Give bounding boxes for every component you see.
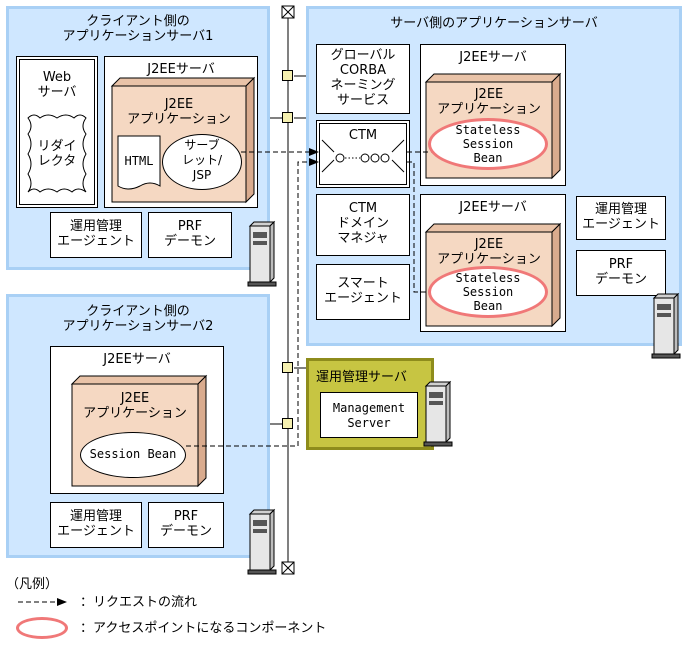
j2ee-app-label-s1: J2EE アプリケーション bbox=[437, 87, 541, 117]
legend-request-flow-label: ：リクエストの流れ bbox=[80, 595, 198, 610]
management-server-label: Management Server bbox=[332, 401, 406, 430]
j2ee-app-label-c1: J2EE アプリケーション bbox=[127, 97, 231, 127]
network-port-s-top bbox=[282, 70, 293, 81]
ctm-domain-box bbox=[316, 194, 410, 256]
ops-agent-label-c1: 運用管理 エージェント bbox=[57, 219, 135, 249]
stateless-bean-access-point-1 bbox=[428, 118, 548, 170]
ctm-domain-label: CTM ドメイン マネジャ bbox=[336, 201, 389, 246]
legend-access-point-ellipse bbox=[16, 617, 68, 639]
prf-daemon-box-c2 bbox=[148, 502, 224, 548]
j2ee-server-label-c2: J2EEサーバ bbox=[103, 352, 171, 367]
html-document-shape bbox=[117, 135, 161, 190]
ops-agent-box-c1 bbox=[50, 212, 142, 258]
j2ee-app-label-s2: J2EE アプリケーション bbox=[437, 237, 541, 267]
server-title: サーバ側のアプリケーションサーバ bbox=[390, 16, 598, 31]
ops-agent-box-s bbox=[576, 196, 666, 240]
servlet-jsp-ellipse bbox=[162, 134, 242, 190]
client1-title: クライアント側の アプリケーションサーバ1 bbox=[62, 14, 214, 44]
network-terminator-bottom bbox=[281, 561, 295, 575]
global-corba-box bbox=[316, 44, 410, 114]
j2ee-server-label-c1: J2EEサーバ bbox=[147, 62, 215, 77]
network-terminator-top bbox=[281, 5, 295, 19]
prf-daemon-label-s: PRF デーモン bbox=[594, 257, 647, 287]
ops-agent-label-c2: 運用管理 エージェント bbox=[57, 509, 135, 539]
stateless-bean-label-2: Stateless Session Bean bbox=[455, 271, 521, 313]
ops-agent-label-s: 運用管理 エージェント bbox=[582, 202, 660, 232]
prf-daemon-box-c1 bbox=[148, 212, 232, 258]
prf-daemon-box-s bbox=[576, 250, 666, 296]
stateless-bean-access-point-2 bbox=[428, 266, 548, 318]
smart-agent-box bbox=[316, 264, 410, 320]
web-server-label: Web サーバ bbox=[37, 70, 77, 100]
html-label: HTML bbox=[124, 154, 154, 168]
server-tower-icon-c2 bbox=[247, 508, 277, 575]
server-tower-icon-s bbox=[651, 292, 681, 359]
j2ee-server-label-s2: J2EEサーバ bbox=[459, 200, 527, 215]
global-corba-label: グローバル CORBA ネーミング サービス bbox=[330, 48, 396, 108]
network-port-mgmt bbox=[282, 362, 293, 373]
ctm-label: CTM bbox=[348, 128, 378, 143]
servlet-jsp-label: サーブ レット/ JSP bbox=[181, 138, 223, 182]
redirector-shape bbox=[27, 114, 87, 193]
stateless-bean-label-1: Stateless Session Bean bbox=[455, 123, 521, 165]
ctm-queue-graphic bbox=[321, 139, 405, 173]
redirector-label: リダイ レクタ bbox=[37, 139, 77, 169]
session-bean-label: Session Bean bbox=[89, 447, 177, 461]
server-tower-icon-mgmt bbox=[423, 380, 453, 447]
management-server-box bbox=[320, 392, 418, 438]
session-bean-ellipse bbox=[80, 432, 186, 478]
network-port-c2 bbox=[282, 418, 293, 429]
smart-agent-label: スマート エージェント bbox=[324, 276, 402, 306]
server-tower-icon-c1 bbox=[247, 220, 277, 287]
ops-agent-box-c2 bbox=[50, 502, 142, 548]
legend-title: （凡例） bbox=[6, 577, 59, 592]
j2ee-server-label-s1: J2EEサーバ bbox=[459, 50, 527, 65]
j2ee-app-label-c2: J2EE アプリケーション bbox=[83, 391, 187, 421]
prf-daemon-label-c1: PRF デーモン bbox=[163, 219, 216, 249]
prf-daemon-label-c2: PRF デーモン bbox=[159, 509, 212, 539]
network-port-c1 bbox=[282, 112, 293, 123]
mgmt-title: 運用管理サーバ bbox=[316, 370, 407, 385]
client2-title: クライアント側の アプリケーションサーバ2 bbox=[62, 304, 214, 334]
legend-access-point-label: ：アクセスポイントになるコンポーネント bbox=[80, 621, 327, 636]
